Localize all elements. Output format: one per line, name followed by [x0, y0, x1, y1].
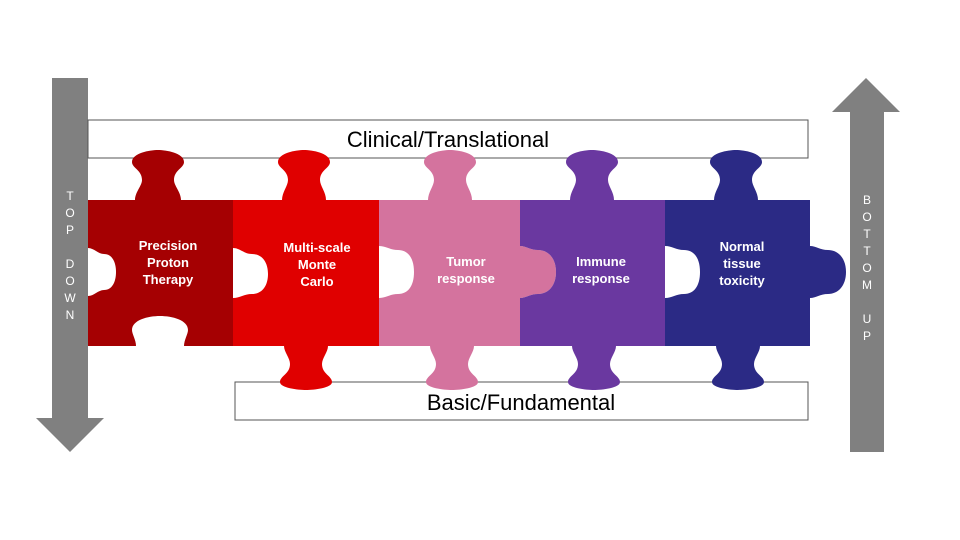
piece-label-line: Precision [139, 238, 198, 253]
arrow-letter: B [863, 193, 871, 207]
piece-label-line: toxicity [719, 273, 765, 288]
bottom-up-arrow-letters: B O T T O M U P [862, 193, 872, 343]
top-down-arrow-shape [36, 78, 104, 452]
basic-fundamental-box: Basic/Fundamental [234, 381, 809, 421]
piece-label-line: Therapy [143, 272, 194, 287]
top-down-arrow: T O P D O W N [36, 78, 104, 452]
arrow-letter: T [66, 189, 74, 203]
bottom-up-arrow: B O T T O M U P [832, 78, 900, 452]
arrow-letter: M [862, 278, 872, 292]
piece-label-line: Monte [298, 257, 336, 272]
puzzle-piece-tumor-response: Tumor response [379, 150, 556, 390]
arrow-letter: T [863, 227, 871, 241]
piece-label-line: Immune [576, 254, 626, 269]
arrow-letter: W [64, 291, 76, 305]
puzzle-piece-immune-response: Immune response [520, 150, 665, 390]
clinical-translational-box: Clinical/Translational [87, 119, 809, 159]
piece-label-line: response [437, 271, 495, 286]
puzzle-piece-shape [379, 150, 556, 390]
arrow-letter: O [65, 206, 74, 220]
puzzle-piece-multi-scale-monte-carlo: Multi-scale Monte Carlo [233, 150, 379, 390]
piece-label-line: Proton [147, 255, 189, 270]
piece-label-line: Carlo [300, 274, 333, 289]
arrow-letter: P [66, 223, 74, 237]
piece-label-line: Tumor [446, 254, 485, 269]
basic-fundamental-label: Basic/Fundamental [427, 390, 615, 415]
arrow-letter: P [863, 329, 871, 343]
arrow-letter: N [66, 308, 75, 322]
puzzle-piece-precision-proton-therapy: Precision Proton Therapy [88, 150, 233, 346]
bottom-up-arrow-shape [832, 78, 900, 452]
puzzle-piece-shape [88, 150, 233, 346]
puzzle-piece-normal-tissue-toxicity: Normal tissue toxicity [665, 150, 846, 390]
arrow-letter: U [863, 312, 872, 326]
arrow-letter: T [863, 244, 871, 258]
arrow-letter: O [65, 274, 74, 288]
puzzle-piece-shape [520, 150, 665, 390]
piece-label-line: tissue [723, 256, 761, 271]
top-down-arrow-letters: T O P D O W N [64, 189, 76, 322]
puzzle-piece-shape [233, 150, 379, 390]
piece-label-line: Normal [720, 239, 765, 254]
arrow-letter: O [862, 261, 871, 275]
piece-label-line: Multi-scale [283, 240, 350, 255]
puzzle-chain: Precision Proton Therapy Multi-scale Mon… [88, 150, 846, 390]
clinical-translational-label: Clinical/Translational [347, 127, 549, 152]
arrow-letter: D [66, 257, 75, 271]
arrow-letter: O [862, 210, 871, 224]
puzzle-piece-shape [665, 150, 846, 390]
piece-label-line: response [572, 271, 630, 286]
